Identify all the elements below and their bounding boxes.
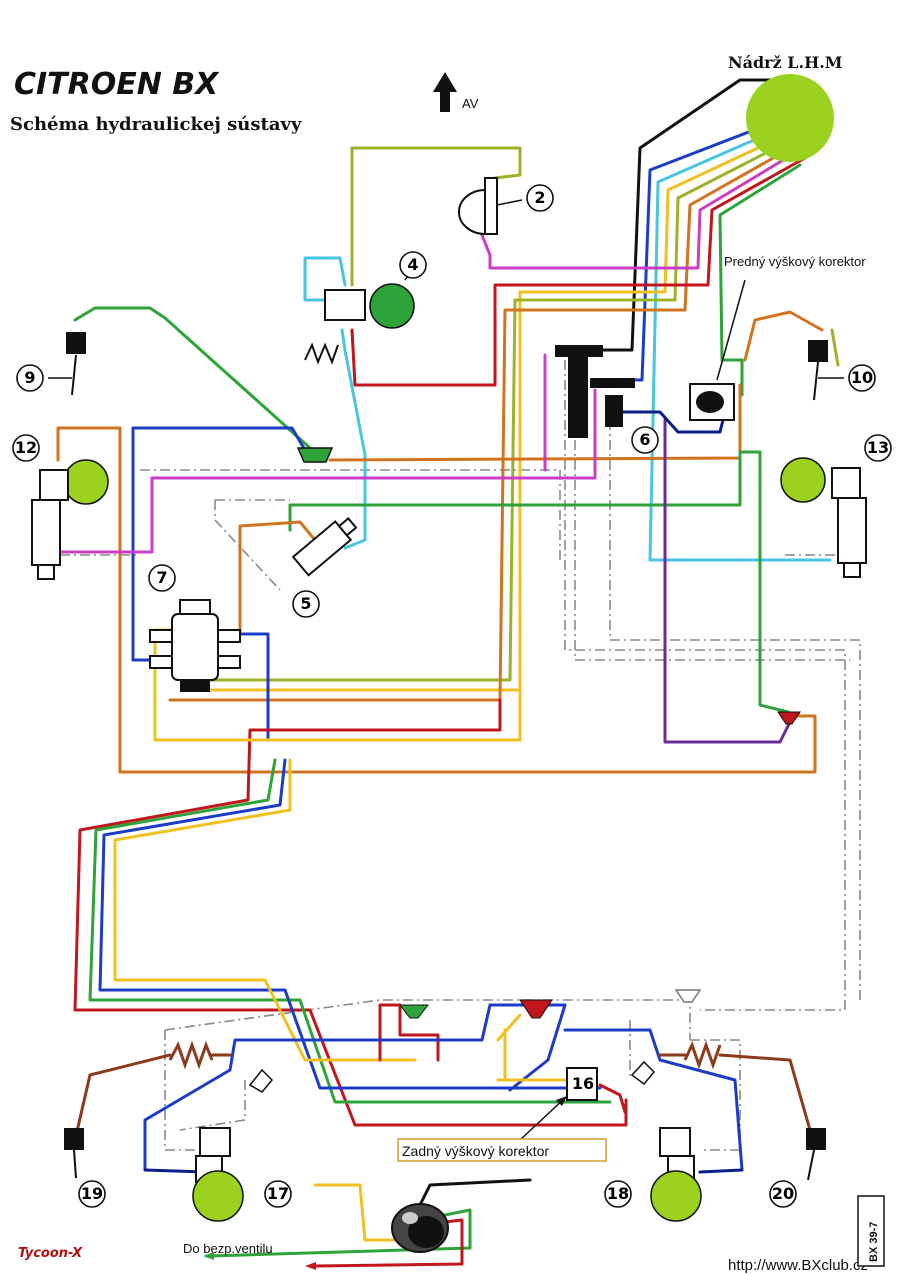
component-5-safety-valve: [291, 516, 358, 577]
pipe-red-reservoir: [350, 156, 807, 387]
reservoir-label: Nádrž L.H.M: [728, 53, 842, 72]
stamp-text: BX 39-7: [868, 1222, 880, 1262]
rear-corrector-label: Zadný výškový korektor: [402, 1143, 549, 1159]
component-9-brake: [48, 332, 86, 396]
component-18-rear-strut: [650, 1127, 702, 1222]
component-number: 10: [851, 368, 873, 387]
front-corrector-pointer-icon: [716, 279, 746, 381]
component-number: 7: [156, 568, 167, 587]
component-number: 19: [81, 1184, 103, 1203]
rear-brake-valve-right-icon: [630, 1060, 656, 1086]
component-17-rear-strut: [192, 1127, 244, 1222]
component-badge-13: 13: [864, 434, 892, 462]
component-number: 6: [639, 430, 650, 449]
hydraulic-junction-front-red: [777, 711, 801, 725]
front-corrector-label: Predný výškový korektor: [724, 254, 866, 269]
component-number: 12: [15, 438, 37, 457]
component-number: 18: [607, 1184, 629, 1203]
direction-arrow-icon: [433, 72, 457, 112]
component-badge-5: 5: [292, 590, 320, 618]
component-number: 4: [407, 255, 418, 274]
website-url[interactable]: http://www.BXclub.cz: [728, 1257, 868, 1274]
component-badge-20: 20: [769, 1180, 797, 1208]
safety-valve-label: Do bezp.ventilu: [183, 1241, 273, 1256]
spring-icon: [304, 342, 339, 365]
rear-spring-left-icon: [168, 1040, 214, 1070]
component-badge-16: 16: [572, 1074, 594, 1093]
component-16-rear-corrector: [566, 1067, 598, 1101]
component-12-front-strut: [31, 459, 109, 580]
component-badge-19: 19: [78, 1180, 106, 1208]
component-number: 13: [867, 438, 889, 457]
component-4-pump: [324, 265, 416, 329]
component-badge-2: 2: [526, 184, 554, 212]
return-lines: [60, 360, 861, 1151]
hydraulic-junction-green: [296, 447, 334, 463]
component-10-brake: [808, 340, 844, 401]
component-7-brake-distributor: [149, 599, 241, 692]
component-19-brake: [64, 1128, 84, 1179]
rear-corrector-label-box: [397, 1138, 607, 1162]
pipe-olive-reservoir: [198, 136, 797, 682]
fluid-reservoir: [746, 74, 834, 162]
component-badge-4: 4: [399, 251, 427, 279]
diagram-stamp: BX 39-7: [857, 1195, 885, 1267]
diagram-title: Schéma hydraulickej sústavy: [10, 114, 302, 135]
direction-label: AV: [462, 96, 479, 111]
component-badge-7: 7: [148, 564, 176, 592]
component-number: 17: [267, 1184, 289, 1203]
component-2-accumulator: [458, 177, 523, 236]
component-20-brake: [806, 1128, 826, 1181]
hydraulic-junction-grey: [674, 989, 702, 1003]
arrow-left-green-icon: [203, 1252, 214, 1260]
pipe-yellow-reservoir: [188, 130, 794, 692]
rear-brake-valve-left-icon: [248, 1068, 274, 1093]
component-badge-17: 17: [264, 1180, 292, 1208]
component-badge-10: 10: [848, 364, 876, 392]
component-badge-9: 9: [16, 364, 44, 392]
component-number-badges: 2 4 5 6 7 9 10 12 13 16 17 18 19 20: [12, 184, 892, 1208]
component-badge-12: 12: [12, 434, 40, 462]
component-number: 5: [300, 594, 311, 613]
component-13-front-strut: [780, 457, 867, 578]
hydraulic-junction-rear-green: [398, 1004, 430, 1019]
pipe-magenta-reservoir: [480, 148, 802, 270]
component-badge-18: 18: [604, 1180, 632, 1208]
author-signature: Tycoon-X: [18, 1246, 83, 1261]
front-height-corrector: [689, 383, 735, 421]
pipe-cyan-reservoir: [648, 123, 832, 562]
component-number: 9: [24, 368, 35, 387]
rear-spring-right-icon: [683, 1040, 722, 1070]
component-number: 16: [572, 1074, 594, 1093]
component-6-valve: [555, 345, 635, 438]
component-number: 20: [772, 1184, 794, 1203]
safety-valve-photo: [391, 1203, 449, 1253]
component-badge-6: 6: [631, 426, 659, 454]
pipe-orange-reservoir: [168, 142, 800, 702]
hydraulic-junction-rear-red: [519, 999, 553, 1019]
brand-logo: CITROEN BX: [14, 67, 220, 102]
component-number: 2: [534, 188, 545, 207]
rear-corrector-pointer-icon: [519, 1096, 567, 1141]
arrow-left-red-icon: [305, 1262, 316, 1270]
